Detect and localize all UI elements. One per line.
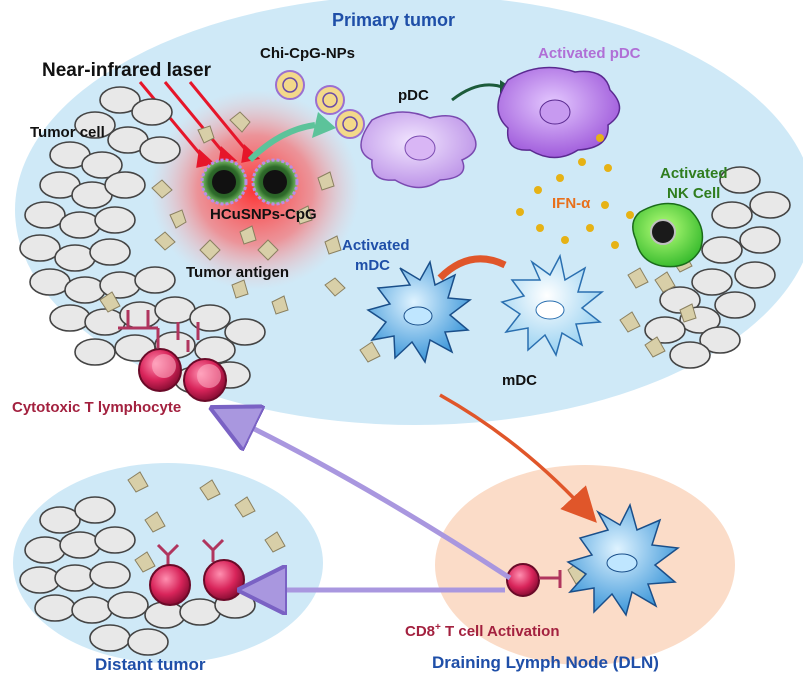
label-primary-tumor: Primary tumor [332, 10, 455, 30]
label-ifn: IFN-α [552, 195, 591, 212]
dln-to-ctl-arrow [232, 418, 512, 581]
label-activated-mdc-1: Activated [342, 237, 410, 254]
label-activated-pdc: Activated pDC [538, 45, 641, 62]
cd8-superscript: + [435, 622, 441, 633]
release-arrow-head [312, 112, 336, 138]
label-cd8: CD8+ T cell Activation [405, 622, 560, 640]
ctl-distant [149, 538, 245, 606]
pdc-nucleus [404, 135, 436, 161]
label-pdc: pDC [398, 87, 429, 104]
release-arrow [247, 122, 316, 163]
tumor-cells-left [19, 86, 266, 394]
tumor-cells-distant [19, 496, 256, 656]
label-distant-tumor: Distant tumor [95, 655, 206, 674]
tumor-cells-right [644, 166, 791, 369]
mdc-cell [500, 253, 605, 357]
tumor-antigens [99, 111, 697, 363]
label-nps: Chi-CpG-NPs [260, 45, 355, 62]
nk-nucleus [650, 219, 676, 245]
label-hcusnps: HCuSNPs-CpG [210, 206, 317, 223]
label-activated-nk-2: NK Cell [667, 185, 720, 202]
label-tumor-antigen: Tumor antigen [186, 264, 289, 281]
label-tumor-cell: Tumor cell [30, 124, 105, 141]
activated-pdc-nucleus [539, 99, 571, 125]
distant-antigens [127, 471, 286, 573]
label-ctl: Cytotoxic T lymphocyte [12, 399, 181, 416]
cd8-main: CD8 [405, 623, 435, 640]
label-activated-mdc-2: mDC [355, 257, 390, 274]
cd8-rest: T cell Activation [441, 623, 560, 640]
label-activated-nk-1: Activated [660, 165, 728, 182]
dln-dc-cell [566, 502, 680, 617]
mdc-activation-arrow [437, 255, 507, 281]
label-dln: Draining Lymph Node (DLN) [432, 653, 659, 672]
dln-tcell [506, 561, 587, 597]
chi-cpg-nps [275, 70, 365, 139]
activated-mdc-cell [366, 259, 473, 364]
label-laser: Near-infrared laser [42, 60, 212, 81]
label-mdc: mDC [502, 372, 537, 389]
mdc-to-dln-arrow [439, 393, 597, 523]
ctl-primary [118, 310, 227, 402]
ifn-dots [516, 134, 634, 249]
hcusnps-particles [200, 158, 299, 206]
